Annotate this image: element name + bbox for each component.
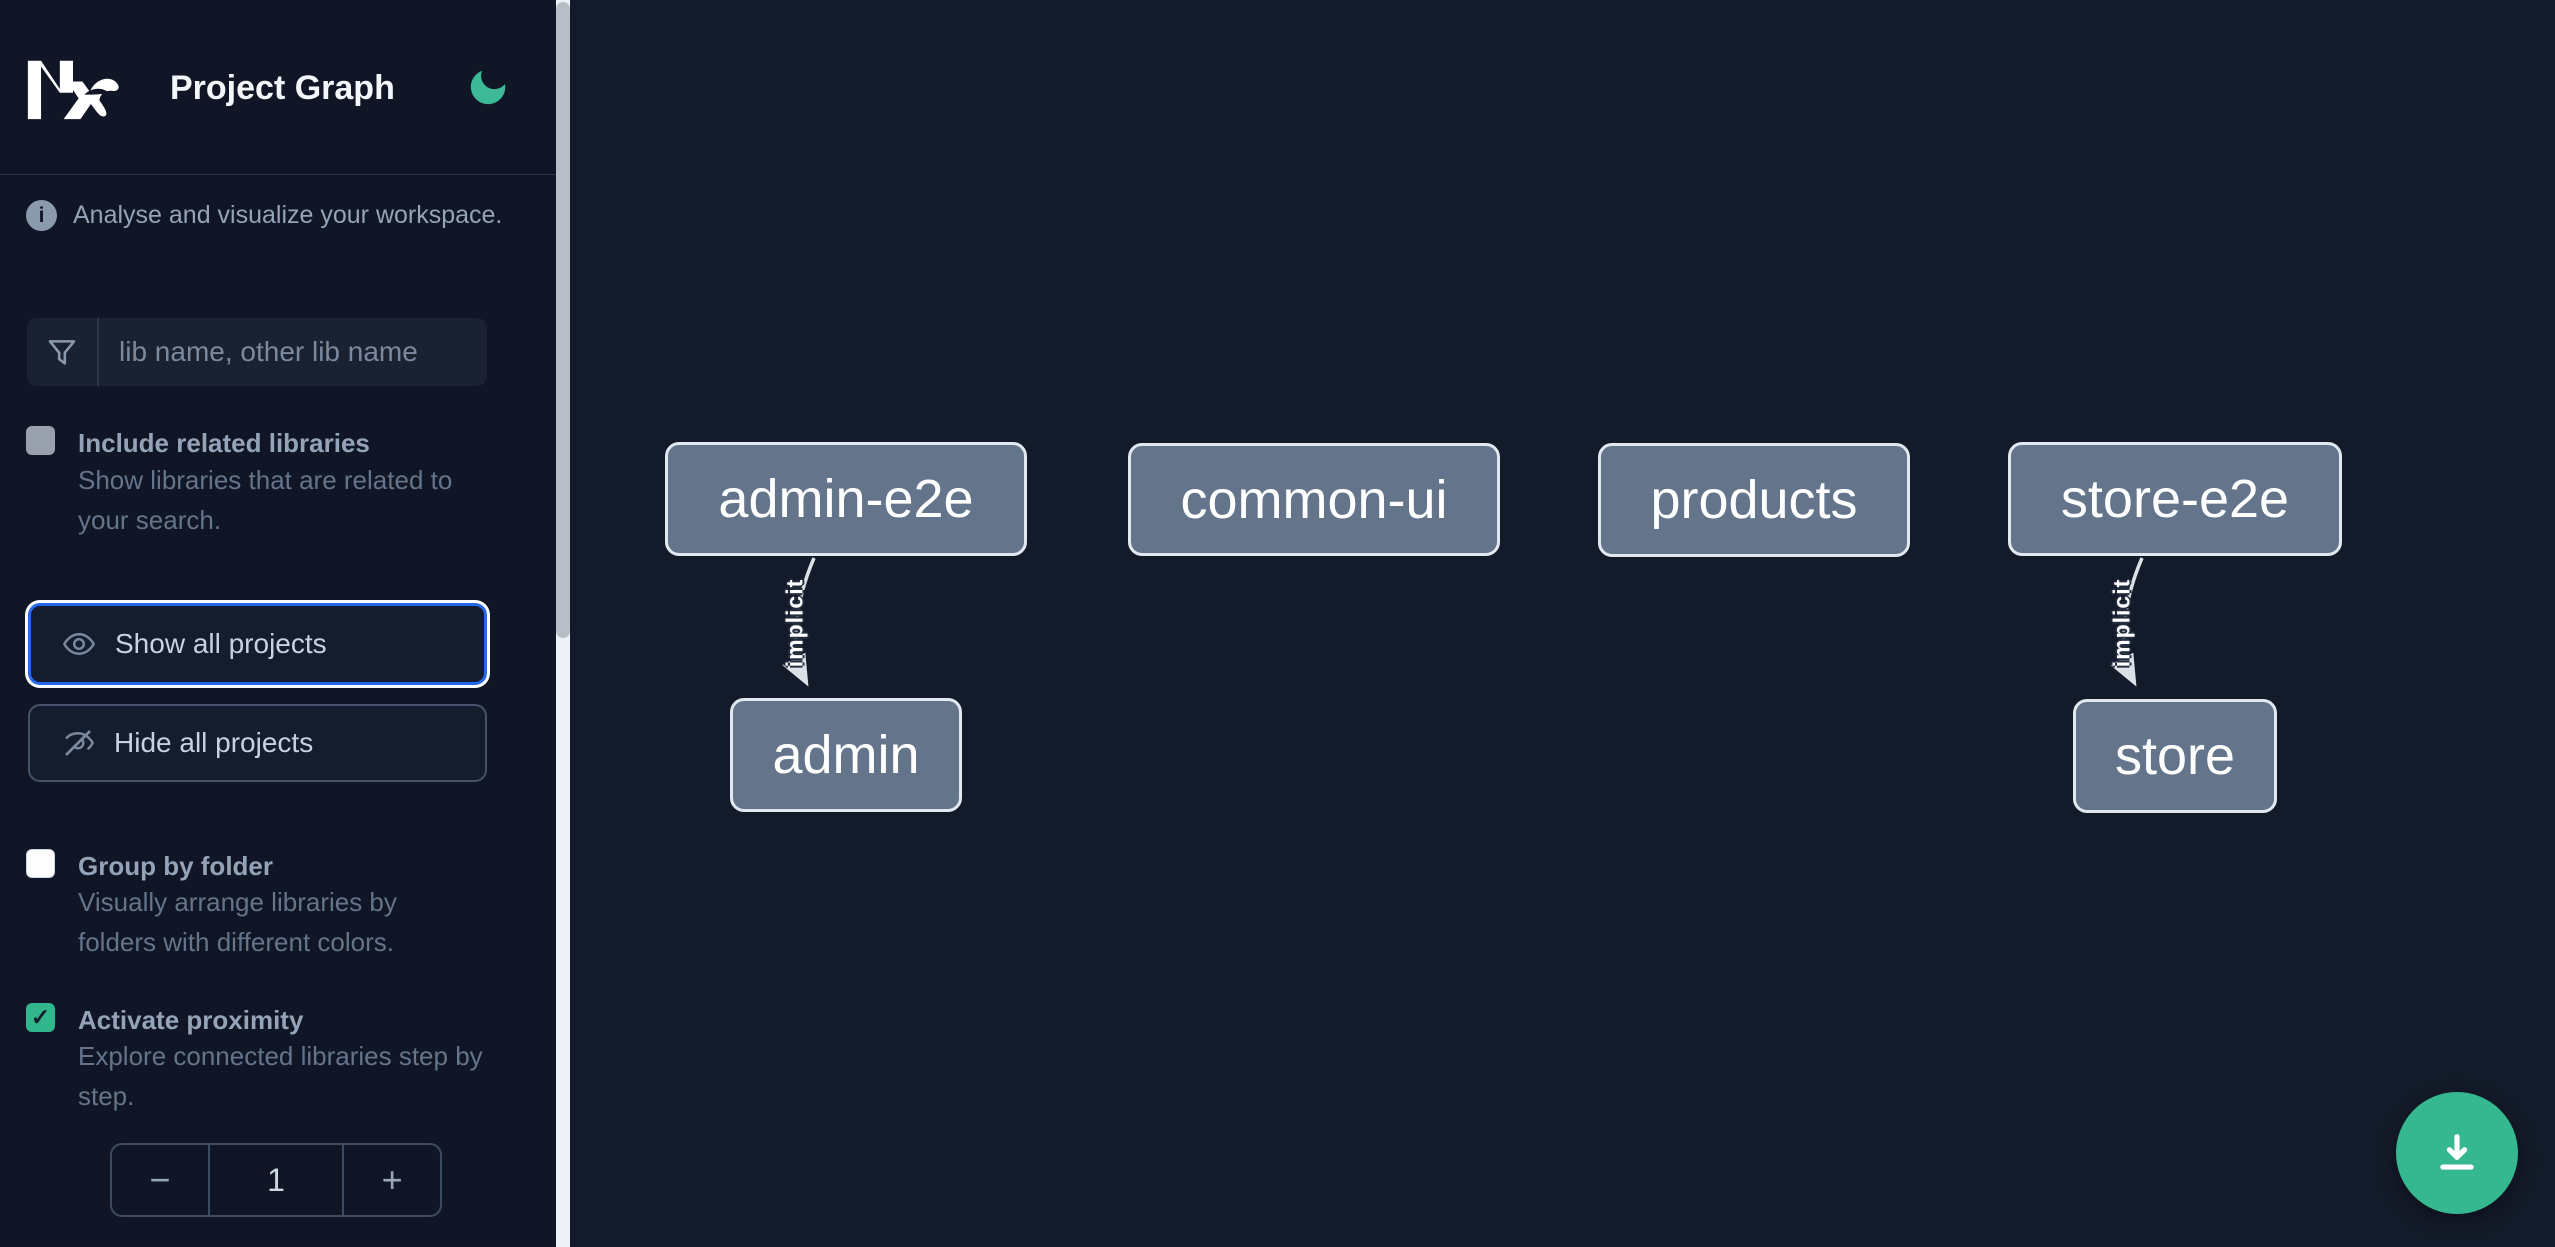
sidebar-scrollbar-thumb[interactable] — [556, 2, 570, 638]
show-all-projects-label: Show all projects — [115, 628, 327, 659]
graph-node-store[interactable]: store — [2073, 699, 2277, 813]
group-by-folder-label: Group by folder — [78, 851, 273, 881]
activate-proximity-checkbox[interactable]: ✓ — [26, 1003, 55, 1032]
filter-icon — [27, 335, 97, 369]
proximity-stepper: − 1 + — [110, 1143, 442, 1217]
workspace-tagline: Analyse and visualize your workspace. — [73, 201, 503, 229]
page-title: Project Graph — [170, 69, 395, 107]
graph-node-admin-e2e[interactable]: admin-e2e — [665, 442, 1027, 556]
proximity-value: 1 — [207, 1145, 345, 1215]
include-related-checkbox[interactable] — [26, 426, 55, 455]
filter-input[interactable] — [99, 320, 487, 384]
graph-canvas[interactable] — [570, 0, 2555, 1247]
graph-node-admin[interactable]: admin — [730, 698, 962, 812]
group-by-folder-description: Visually arrange libraries by folders wi… — [78, 887, 397, 957]
filter-divider — [97, 318, 99, 386]
eye-icon — [61, 626, 97, 662]
graph-node-common-ui[interactable]: common-ui — [1128, 443, 1500, 556]
sidebar-header: Project Graph — [0, 0, 556, 175]
proximity-decrement-button[interactable]: − — [112, 1145, 208, 1215]
include-related-description: Show libraries that are related to your … — [78, 465, 453, 535]
proximity-increment-button[interactable]: + — [344, 1145, 440, 1215]
nx-logo-icon — [27, 60, 119, 120]
group-by-folder-checkbox[interactable] — [26, 849, 55, 878]
theme-toggle-button[interactable] — [462, 62, 514, 114]
workspace-tagline-row: i Analyse and visualize your workspace. — [26, 200, 526, 231]
edge-label-implicit: implicit — [2108, 578, 2135, 668]
filter-box — [27, 318, 487, 386]
sidebar-scrollbar-track[interactable] — [556, 0, 570, 1247]
info-icon: i — [26, 200, 57, 231]
download-icon — [2440, 1134, 2474, 1170]
include-related-label: Include related libraries — [78, 428, 370, 458]
edge-label-implicit: implicit — [781, 578, 808, 668]
graph-node-store-e2e[interactable]: store-e2e — [2008, 442, 2342, 556]
sidebar: Project Graph i Analyse and visualize yo… — [0, 0, 556, 1247]
moon-icon — [470, 70, 506, 104]
activate-proximity-description: Explore connected libraries step by step… — [78, 1041, 483, 1111]
eye-off-icon — [60, 725, 96, 761]
graph-node-products[interactable]: products — [1598, 443, 1910, 557]
hide-all-projects-label: Hide all projects — [114, 727, 314, 758]
download-graph-button[interactable] — [2396, 1092, 2518, 1214]
show-all-projects-button[interactable]: Show all projects — [28, 603, 487, 685]
activate-proximity-label: Activate proximity — [78, 1005, 304, 1035]
hide-all-projects-button[interactable]: Hide all projects — [28, 704, 487, 782]
